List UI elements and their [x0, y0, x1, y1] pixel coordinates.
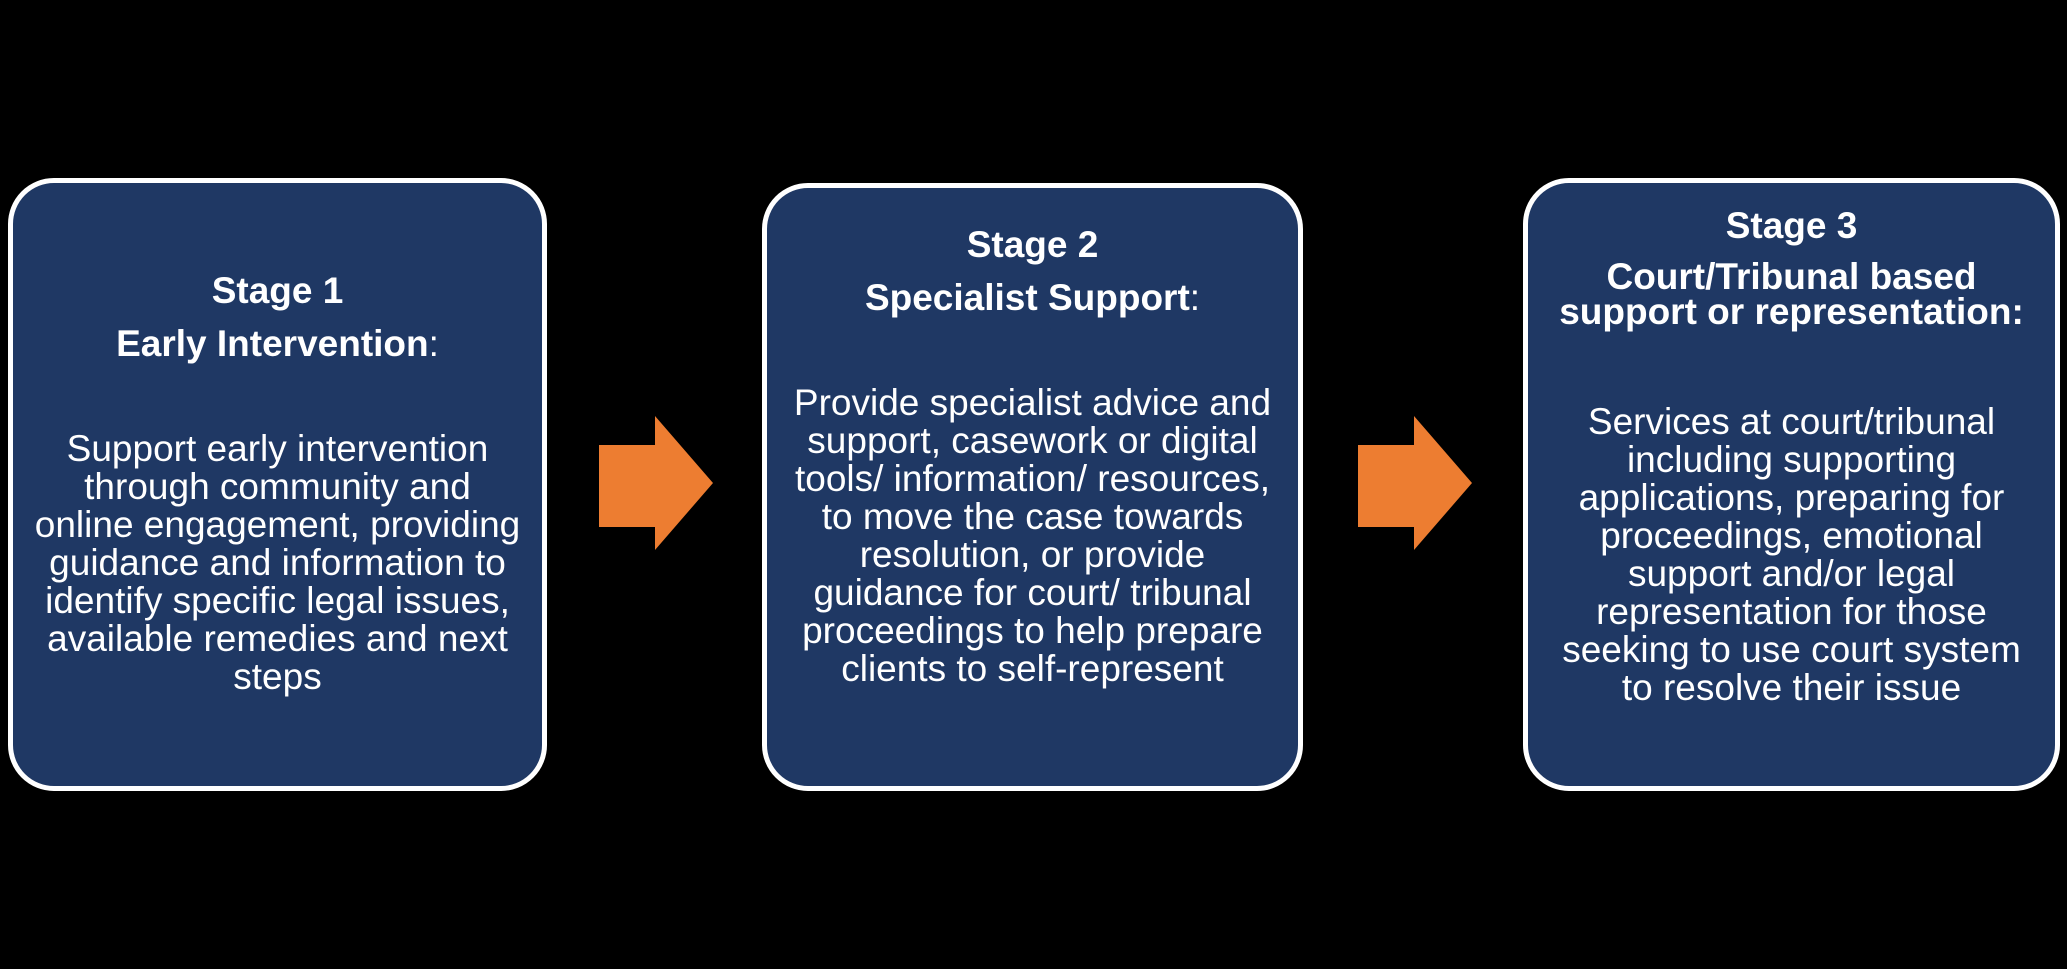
stage-3-title: Court/Tribunal based support or represen…	[1559, 256, 2024, 332]
stage-2-body: Provide specialist advice and support, c…	[793, 382, 1272, 689]
stage-2-label: Stage 2	[966, 224, 1099, 265]
stage-3-label: Stage 3	[1725, 205, 1858, 246]
flow-arrow-2-icon	[1358, 416, 1472, 550]
stage-1-label: Stage 1	[211, 270, 344, 311]
flow-arrow-2-shape	[1358, 416, 1472, 550]
stage-2-title-colon: :	[1189, 277, 1201, 318]
stage-1-title-colon: :	[428, 323, 439, 364]
stage-1-box: Stage 1 Early Intervention: Support earl…	[8, 178, 547, 791]
stage-1-title: Early Intervention:	[13, 324, 542, 363]
flow-arrow-1-shape	[599, 416, 713, 550]
stage-2-box: Stage 2 Specialist Support: Provide spec…	[762, 183, 1303, 791]
stage-3-box: Stage 3 Court/Tribunal based support or …	[1523, 178, 2060, 791]
flow-arrow-1-icon	[599, 416, 713, 550]
stage-1-title-text: Early Intervention	[116, 323, 429, 364]
stage-1-body: Support early intervention through commu…	[34, 428, 521, 697]
stage-2-title-text: Specialist Support	[864, 277, 1190, 318]
stage-3-body: Services at court/tribunal including sup…	[1562, 401, 2021, 708]
stage-2-title: Specialist Support:	[767, 278, 1298, 317]
